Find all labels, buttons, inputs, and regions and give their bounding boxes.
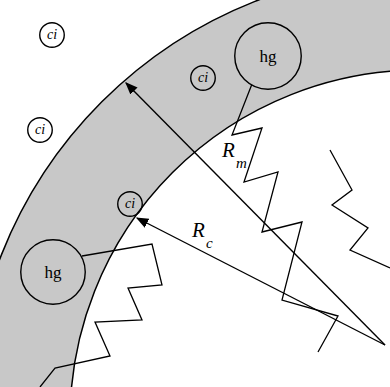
radius-symbol: R [192, 220, 205, 241]
polymer-chain [40, 244, 162, 387]
circle-shape [21, 240, 86, 305]
counterion-circle: ci [117, 191, 143, 217]
headgroup-circle: hg [20, 239, 86, 305]
node-text: ci [198, 71, 208, 85]
radius-symbol: R [222, 140, 235, 161]
core-region [70, 70, 390, 387]
counterion-circle: ci [27, 117, 53, 143]
node-text: ci [125, 197, 135, 211]
counterion-circle: ci [39, 22, 65, 48]
circle-shape [235, 23, 302, 90]
node-text: hg [45, 264, 62, 281]
polymer-chain [232, 84, 338, 352]
node-text: hg [260, 48, 277, 65]
radius-subscript: c [206, 236, 213, 251]
node-text: ci [35, 123, 45, 137]
circle-shape [118, 192, 143, 217]
circle-shape [40, 23, 65, 48]
radius-arrow [137, 218, 385, 345]
radius-arrow [126, 83, 385, 345]
polymer-chains [40, 84, 390, 387]
radius-subscript: m [236, 156, 247, 171]
headgroup-circle: hg [234, 22, 302, 90]
node-text: ci [47, 28, 57, 42]
circle-shape [28, 118, 53, 143]
circle-shape [191, 66, 216, 91]
polymer-chain [330, 150, 390, 268]
counterion-circle: ci [190, 65, 216, 91]
